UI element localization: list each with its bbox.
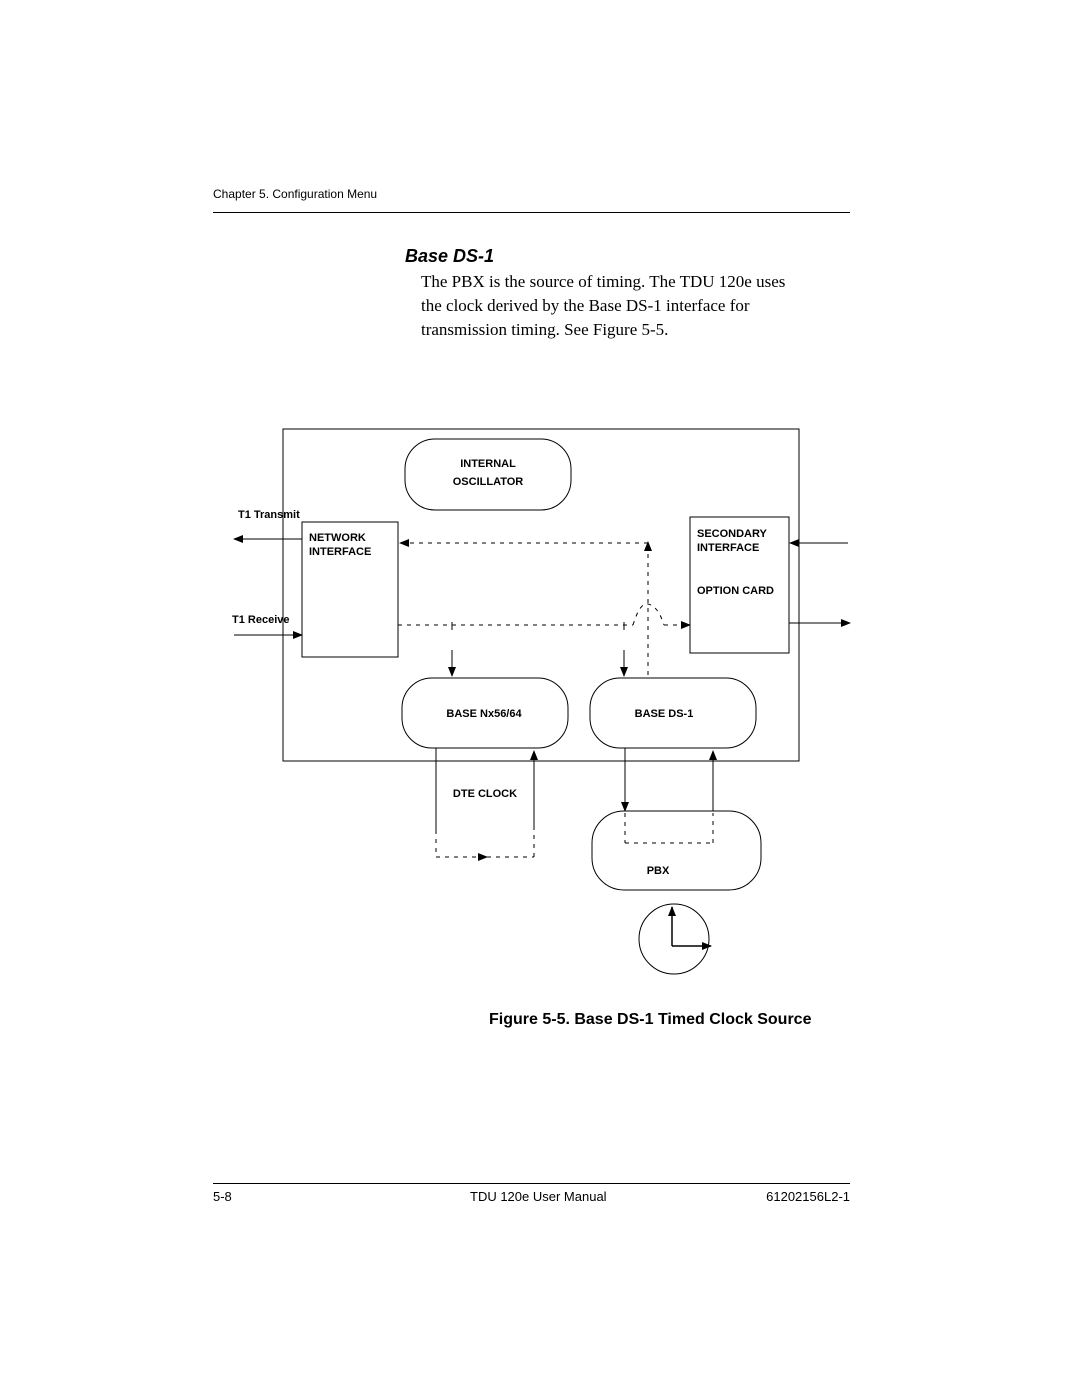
network-interface-label: INTERFACE [309, 546, 371, 558]
internal-oscillator-label: OSCILLATOR [453, 476, 524, 488]
pbx-label: PBX [647, 865, 670, 877]
network-interface-block [301, 521, 399, 658]
internal-oscillator-block [404, 438, 572, 511]
pbx-block [591, 810, 762, 891]
section-title: Base DS-1 [405, 246, 495, 266]
secondary-interface-block [689, 516, 790, 654]
base-ds1-label: BASE DS-1 [635, 708, 694, 720]
document-number: 61202156L2-1 [766, 1189, 850, 1204]
clock-icon [638, 903, 710, 975]
body-line: the clock derived by the Base DS-1 inter… [421, 296, 750, 315]
secondary-interface-label: INTERFACE [697, 542, 759, 554]
unit-enclosure [282, 428, 800, 762]
footer-title: TDU 120e User Manual [470, 1189, 607, 1204]
option-card-label: OPTION CARD [697, 585, 774, 597]
section-body: The PBX is the source of timing. The TDU… [421, 270, 851, 342]
network-interface-label: NETWORK [309, 532, 366, 544]
base-nx-block [401, 677, 569, 749]
running-header: Chapter 5. Configuration Menu [213, 187, 378, 201]
body-line: The PBX is the source of timing. The TDU… [421, 272, 786, 291]
secondary-interface-label: SECONDARY [697, 528, 768, 540]
footer-rule [213, 1183, 850, 1184]
figure-caption: Figure 5-5. Base DS-1 Timed Clock Source [489, 1011, 812, 1028]
internal-oscillator-label: INTERNAL [460, 458, 516, 470]
base-nx-label: BASE Nx56/64 [446, 708, 522, 720]
t1-receive-label: T1 Receive [232, 614, 289, 626]
body-line: transmission timing. See Figure 5-5. [421, 320, 669, 339]
page-number: 5-8 [213, 1189, 232, 1204]
base-ds1-block [589, 677, 757, 749]
clock-path-crossover [632, 603, 665, 626]
header-rule [213, 212, 850, 213]
t1-transmit-label: T1 Transmit [238, 509, 300, 521]
dte-clock-label: DTE CLOCK [453, 788, 517, 800]
